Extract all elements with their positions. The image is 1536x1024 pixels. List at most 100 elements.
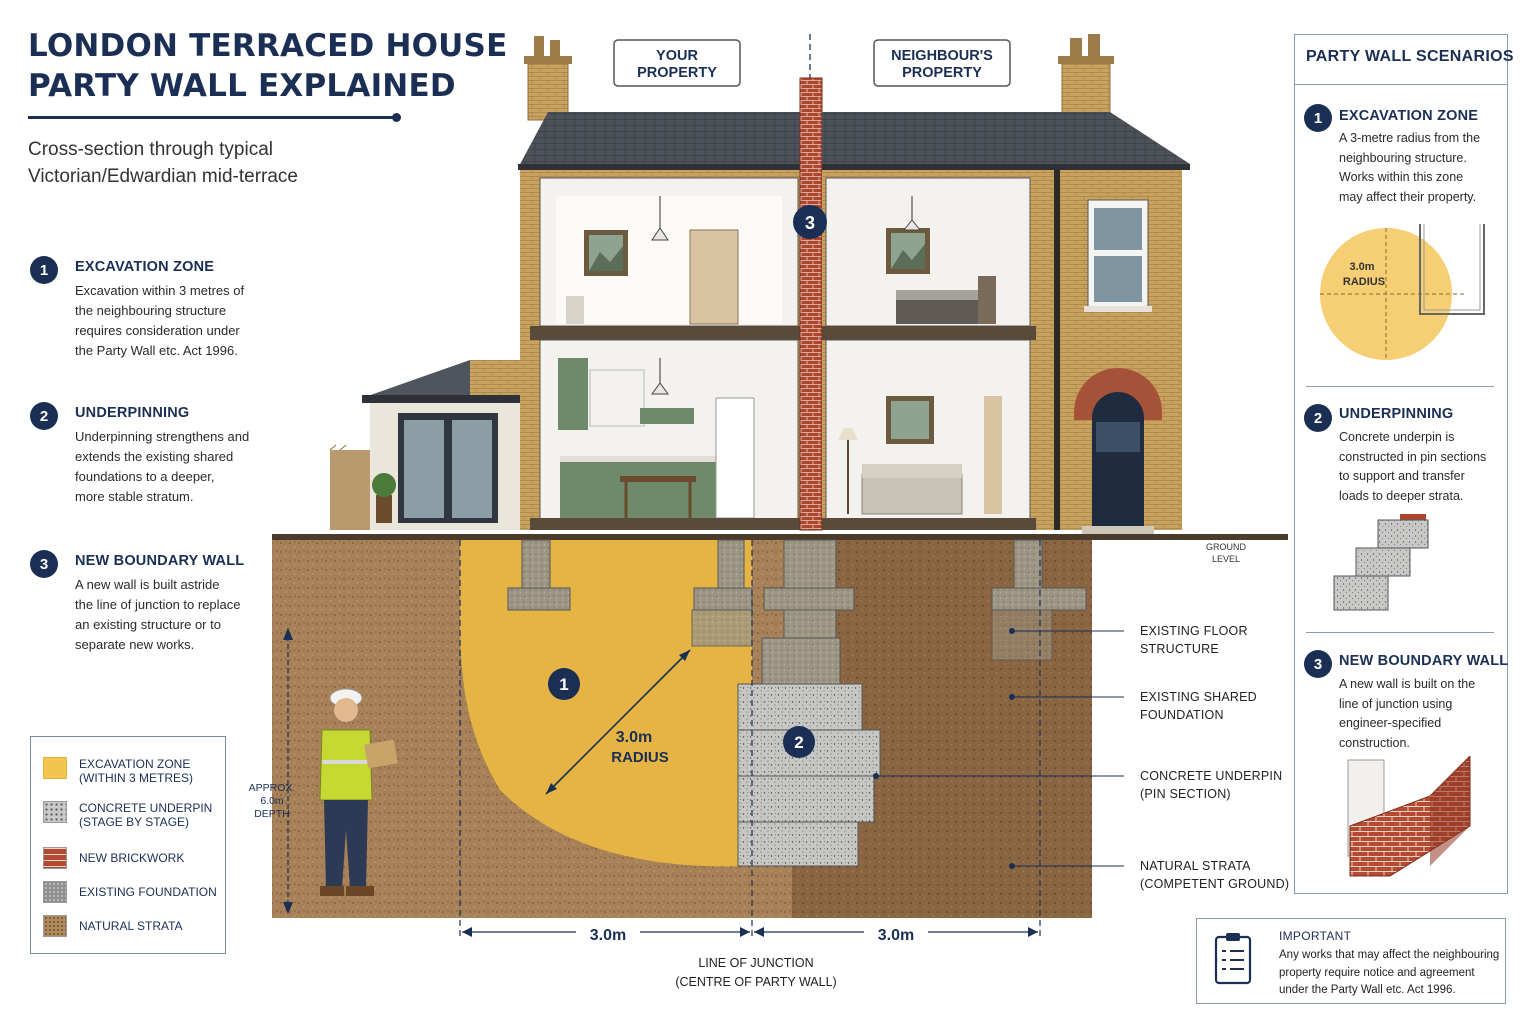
legend-sublabel: (STAGE BY STAGE) — [79, 815, 190, 829]
left-item-title: UNDERPINNING — [75, 405, 190, 421]
panel-divider — [1306, 386, 1494, 387]
panel-divider — [1306, 632, 1494, 633]
important-title: IMPORTANT — [1279, 929, 1352, 943]
your-house — [518, 36, 802, 530]
your-property-box: YOUR PROPERTY — [613, 39, 741, 87]
neighbours-property-box: NEIGHBOUR'S PROPERTY — [873, 39, 1011, 87]
marker-3-label: 3 — [805, 213, 815, 233]
marker-3: 3 — [793, 205, 827, 239]
callout-natural-strata: NATURAL STRATA (COMPETENT GROUND) — [1140, 857, 1290, 893]
neighbours-property-line-2: PROPERTY — [902, 65, 982, 81]
number-badge: 2 — [30, 402, 58, 430]
rear-extension — [329, 360, 522, 530]
callout-line: EXISTING FLOOR — [1140, 624, 1248, 638]
worker-figure — [319, 688, 398, 896]
legend-label: NATURAL STRATA — [79, 919, 183, 933]
text-line: constructed in pin sections — [1339, 449, 1487, 464]
party-wall-brick — [799, 77, 823, 531]
brick-swatch — [43, 847, 67, 869]
mini-radius-text: RADIUS — [1343, 276, 1385, 288]
callout-line: EXISTING SHARED — [1140, 690, 1257, 704]
legend-label: CONCRETE UNDERPIN — [79, 801, 213, 815]
text-line: to support and transfer — [1339, 469, 1465, 483]
text-line: the neighbouring structure — [75, 303, 227, 318]
ground-level-label-1: GROUND — [1206, 542, 1246, 552]
callout-line: (COMPETENT GROUND) — [1140, 877, 1290, 891]
callout-line: CONCRETE UNDERPIN — [1140, 769, 1283, 783]
number-badge: 1 — [1304, 104, 1332, 132]
callout-line: NATURAL STRATA — [1140, 859, 1251, 873]
ground-section — [272, 534, 1288, 940]
text-line: A new wall is built astride — [75, 577, 220, 592]
text-line: the Party Wall etc. Act 1996. — [75, 343, 238, 358]
subtitle-line-1: Cross-section through typical — [28, 139, 273, 160]
legend-item: CONCRETE UNDERPIN(STAGE BY STAGE) — [43, 801, 212, 829]
text-line: Excavation within 3 metres of — [75, 283, 245, 298]
ground-level-label-2: LEVEL — [1212, 554, 1240, 564]
legend-label: NEW BRICKWORK — [79, 851, 185, 865]
text-line: foundations to a deeper, — [75, 469, 215, 484]
depth-label-line-2: 6.0m — [260, 795, 284, 807]
callout-concrete-underpin: CONCRETE UNDERPIN (PIN SECTION) — [1140, 767, 1290, 803]
text-line: Underpinning strengthens and — [75, 429, 250, 444]
excavation-zone — [460, 540, 752, 867]
number-badge: 3 — [30, 550, 58, 578]
text-line: engineer-specified — [1339, 716, 1442, 730]
dimension-right-label: 3.0m — [878, 927, 914, 944]
your-property-line-2: PROPERTY — [637, 65, 717, 81]
text-line: separate new works. — [75, 637, 195, 652]
depth-label-line-3: DEPTH — [254, 808, 290, 820]
title-line-1: LONDON TERRACED HOUSE — [28, 28, 508, 64]
callout-leaders — [876, 630, 1124, 867]
left-item-text: A new wall is built astride the line of … — [75, 575, 275, 655]
number-badge: 3 — [1304, 650, 1332, 678]
text-line: requires consideration under — [75, 323, 240, 338]
panel-item-title: EXCAVATION ZONE — [1339, 108, 1479, 124]
title-line-2: PARTY WALL EXPLAINED — [28, 68, 456, 104]
text-line: Any works that may affect the neighbouri… — [1279, 949, 1500, 961]
neighbours-property-line-1: NEIGHBOUR'S — [891, 48, 993, 64]
underpin-pin-3 — [737, 775, 875, 823]
junction-label-line-1: LINE OF JUNCTION — [698, 956, 813, 970]
scenarios-panel — [1294, 34, 1508, 894]
text-line: neighbouring structure. — [1339, 150, 1467, 165]
text-line: more stable stratum. — [75, 489, 194, 504]
marker-2: 2 — [783, 726, 815, 758]
text-line: property require notice and agreement — [1279, 966, 1475, 979]
text-line: an existing structure or to — [75, 617, 221, 632]
underpin-pin-1 — [737, 683, 863, 731]
callout-dots — [873, 628, 1015, 869]
left-item-title: NEW BOUNDARY WALL — [75, 553, 245, 569]
text-line: construction. — [1339, 735, 1410, 750]
title-underline — [28, 116, 396, 119]
panel-item-text: A 3-metre radius from the neighbouring s… — [1339, 129, 1509, 207]
text-line: Concrete underpin is — [1339, 430, 1455, 444]
legend-item: NATURAL STRATA — [43, 915, 183, 937]
foundation-swatch — [43, 881, 67, 903]
left-item-text: Underpinning strengthens and extends the… — [75, 427, 275, 507]
important-text: Any works that may affect the neighbouri… — [1279, 947, 1503, 1000]
radius-label-text: RADIUS — [611, 749, 669, 766]
text-line: the line of junction to replace — [75, 597, 241, 612]
legend: EXCAVATION ZONE(WITHIN 3 METRES) CONCRET… — [30, 736, 226, 954]
number-badge: 2 — [1304, 404, 1332, 432]
underpin-pin-4 — [737, 821, 859, 867]
junction-label-line-2: (CENTRE OF PARTY WALL) — [675, 975, 836, 989]
text-line: A 3-metre radius from the — [1339, 131, 1481, 145]
underpinning-illustration — [1333, 514, 1429, 611]
dimension-left-label: 3.0m — [590, 927, 626, 944]
concrete-swatch — [43, 801, 67, 823]
mini-radius-value: 3.0m — [1349, 261, 1374, 273]
legend-item: EXCAVATION ZONE(WITHIN 3 METRES) — [43, 757, 193, 785]
brick-wall-illustration — [1347, 756, 1471, 877]
radius-arrow — [545, 649, 691, 795]
callout-line: (PIN SECTION) — [1140, 787, 1231, 801]
clipboard-icon — [1214, 933, 1252, 985]
panel-item-text: A new wall is built on the line of junct… — [1339, 675, 1509, 753]
legend-label: EXCAVATION ZONE — [79, 757, 191, 771]
marker-2-label: 2 — [794, 733, 803, 752]
callout-line: FOUNDATION — [1140, 708, 1224, 722]
number-badge: 1 — [30, 256, 58, 284]
subtitle-line-2: Victorian/Edwardian mid-terrace — [28, 166, 298, 187]
text-line: A new wall is built on the — [1339, 677, 1476, 691]
